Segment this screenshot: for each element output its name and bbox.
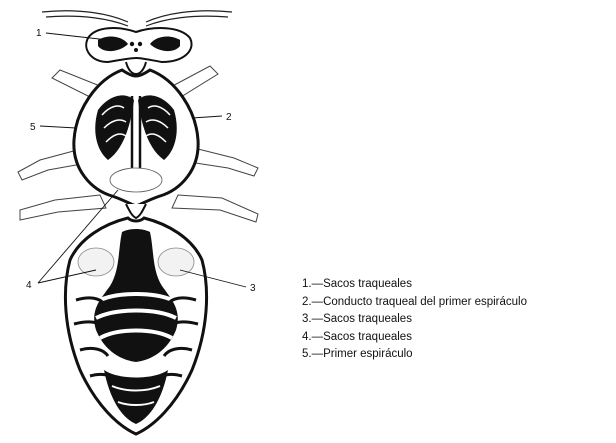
callout-5: 5 [30,122,36,133]
callout-4: 4 [26,280,32,291]
legend-item-2: 2.—Conducto traqueal del primer espirácu… [302,294,527,312]
abdomen [65,218,206,434]
legend-item-3: 3.—Sacos traqueales [302,311,527,329]
legend-item-1: 1.—Sacos traqueales [302,276,527,294]
antennae [42,11,232,26]
callout-2: 2 [226,112,232,123]
callout-1: 1 [36,28,42,39]
legend-item-4: 4.—Sacos traqueales [302,329,527,347]
legend: 1.—Sacos traqueales 2.—Conducto traqueal… [302,276,527,364]
petiole [126,204,146,218]
callout-3: 3 [250,283,256,294]
head [86,28,191,62]
thorax [74,70,198,206]
legend-item-5: 5.—Primer espiráculo [302,346,527,364]
neck [126,62,146,74]
